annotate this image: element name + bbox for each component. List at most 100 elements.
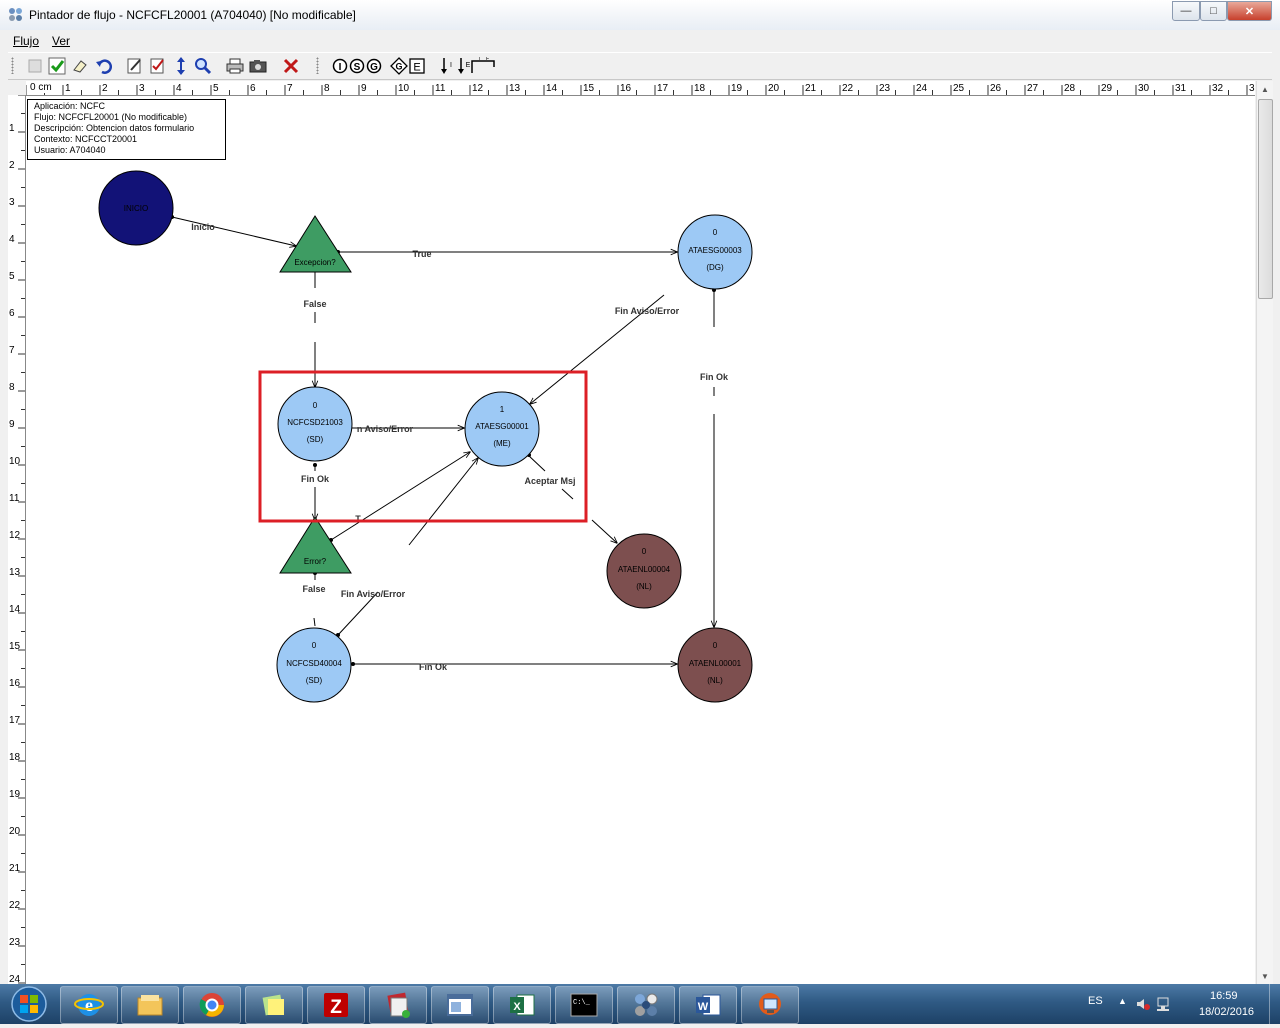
ruler-label: 11 xyxy=(435,83,446,94)
ruler-label: 21 xyxy=(805,83,817,94)
svg-text:I: I xyxy=(338,62,341,73)
ruler-label: 5 xyxy=(213,83,219,94)
ruler-label: 22 xyxy=(842,83,854,94)
ruler-label: 23 xyxy=(9,937,21,948)
close-button[interactable]: ✕ xyxy=(1227,1,1272,21)
check-edit-icon[interactable] xyxy=(147,55,168,76)
scroll-down-icon[interactable]: ▼ xyxy=(1261,971,1269,981)
ruler-label: 5 xyxy=(9,271,15,282)
ruler-label: 17 xyxy=(657,83,669,94)
ruler-label: 19 xyxy=(731,83,743,94)
flow-info-box: Aplicación: NCFC Flujo: NCFCFL20001 (No … xyxy=(27,99,226,160)
sticky-notes-icon[interactable] xyxy=(245,986,303,1024)
info-usuario: Usuario: A704040 xyxy=(34,145,106,155)
accept-icon[interactable] xyxy=(46,55,67,76)
start-button[interactable] xyxy=(2,985,56,1023)
ruler-label: 20 xyxy=(768,83,780,94)
minimize-button[interactable]: — xyxy=(1172,1,1200,21)
ruler-label: 10 xyxy=(398,83,410,94)
volume-muted-icon[interactable] xyxy=(1136,997,1150,1011)
network-icon[interactable] xyxy=(1156,996,1172,1012)
svg-text:X: X xyxy=(513,1001,521,1013)
tray-expand-icon[interactable]: ▲ xyxy=(1118,996,1127,1006)
down-arrow-i-icon[interactable]: I xyxy=(436,55,457,76)
ruler-label: 31 xyxy=(1175,83,1187,94)
toolbar-grip-2[interactable] xyxy=(316,57,319,74)
print-icon[interactable] xyxy=(224,55,245,76)
down-arrow-e-icon[interactable]: E xyxy=(453,55,474,76)
ruler-unit-label: 0 cm xyxy=(30,82,54,93)
ruler-label: 21 xyxy=(9,863,21,874)
info-contexto: Contexto: NCFCCT20001 xyxy=(34,134,138,144)
clock-date[interactable]: 18/02/2016 xyxy=(1199,1006,1255,1018)
blank-icon[interactable] xyxy=(24,55,45,76)
ruler-label: 8 xyxy=(9,382,15,393)
g-circle-icon[interactable]: G xyxy=(363,55,384,76)
ruler-label: 6 xyxy=(9,308,15,319)
i-circle-icon[interactable]: I xyxy=(329,55,350,76)
flow-painter-icon[interactable] xyxy=(617,986,675,1024)
language-indicator[interactable]: ES xyxy=(1088,995,1103,1007)
ruler-label: 18 xyxy=(9,752,21,763)
ruler-label: 17 xyxy=(9,715,21,726)
info-aplicacion: Aplicación: NCFC xyxy=(34,101,106,111)
delete-icon[interactable] xyxy=(280,55,301,76)
show-desktop-button[interactable] xyxy=(1269,984,1280,1024)
toolbar-grip[interactable] xyxy=(11,57,14,74)
ruler-label: 15 xyxy=(9,641,21,652)
word-icon[interactable]: W xyxy=(679,986,737,1024)
e-box-icon[interactable]: E xyxy=(406,55,427,76)
remote-desktop-icon[interactable] xyxy=(741,986,799,1024)
scrollbar-thumb[interactable] xyxy=(1258,99,1273,299)
s-circle-icon[interactable]: S xyxy=(346,55,367,76)
flow-app-icon xyxy=(9,8,22,21)
ruler-label: 6 xyxy=(250,83,256,94)
ruler-label: 20 xyxy=(9,826,21,837)
installer-icon[interactable] xyxy=(369,986,427,1024)
scroll-up-icon[interactable]: ▲ xyxy=(1261,84,1269,94)
chrome-icon[interactable] xyxy=(183,986,241,1024)
menu-flujo[interactable]: Flujo xyxy=(13,34,39,48)
eraser-icon[interactable] xyxy=(69,55,90,76)
filezilla-icon[interactable]: Z xyxy=(307,986,365,1024)
ruler-label: 24 xyxy=(9,974,21,984)
ruler-label: 14 xyxy=(546,83,558,94)
svg-text:W: W xyxy=(698,1001,709,1013)
edit-icon[interactable] xyxy=(124,55,145,76)
ruler-label: 2 xyxy=(102,83,108,94)
zoom-icon[interactable] xyxy=(192,55,213,76)
ruler-label: 23 xyxy=(879,83,891,94)
ruler-label: 3 xyxy=(9,197,15,208)
file-explorer-icon[interactable] xyxy=(121,986,179,1024)
application-window: Pintador de flujo - NCFCFL20001 (A704040… xyxy=(0,0,1280,984)
ruler-label: 11 xyxy=(9,493,20,504)
menu-ver[interactable]: Ver xyxy=(52,34,70,48)
ruler-label: 24 xyxy=(916,83,928,94)
diamond-g-icon[interactable]: G xyxy=(388,55,409,76)
vertical-arrows-icon[interactable] xyxy=(170,55,191,76)
ruler-label: 28 xyxy=(1064,83,1076,94)
cmd-icon[interactable]: C:\_ xyxy=(555,986,613,1024)
ruler-label: 16 xyxy=(9,678,21,689)
excel-icon[interactable]: X xyxy=(493,986,551,1024)
ruler-label: 16 xyxy=(620,83,632,94)
diagram-canvas[interactable] xyxy=(26,96,1255,984)
cmd-icon-text: C:\_ xyxy=(573,999,591,1007)
info-descripcion: Descripción: Obtencion datos formulario xyxy=(34,123,195,133)
menu-flujo-label: Flujo xyxy=(13,34,40,48)
camera-icon[interactable] xyxy=(247,55,268,76)
maximize-button[interactable]: □ xyxy=(1200,1,1227,21)
window-app-icon[interactable] xyxy=(431,986,489,1024)
ruler-label: 30 xyxy=(1138,83,1150,94)
ruler-label: 1 xyxy=(9,123,15,134)
undo-icon[interactable] xyxy=(92,55,113,76)
ie-icon[interactable]: e xyxy=(60,986,118,1024)
ruler-label: 12 xyxy=(9,530,21,541)
clock-time[interactable]: 16:59 xyxy=(1210,990,1238,1002)
vertical-scrollbar[interactable]: ▲ ▼ xyxy=(1256,81,1273,984)
svg-text:I: I xyxy=(450,62,452,69)
ruler-label: 3 xyxy=(139,83,145,94)
